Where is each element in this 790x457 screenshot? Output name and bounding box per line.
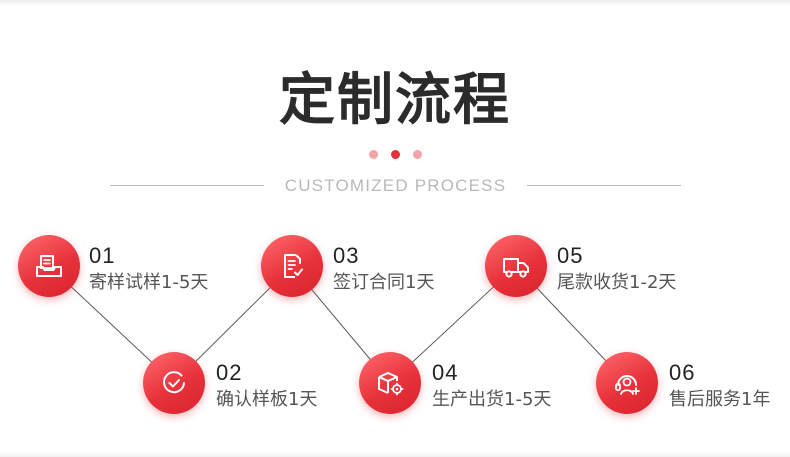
step-04-number: 04	[432, 360, 459, 385]
bottom-shadow	[0, 451, 790, 457]
step-06-number: 06	[669, 360, 696, 385]
step-02-label: 确认样板1天	[216, 389, 318, 410]
step-02-icon-circle	[143, 352, 205, 414]
dot-accent-center	[391, 150, 400, 159]
dot-light-left	[369, 150, 378, 159]
step-02-number: 02	[216, 360, 243, 385]
box-gear-icon	[378, 372, 404, 396]
step-03-icon-circle	[261, 235, 323, 297]
step-01-icon-circle	[18, 235, 80, 297]
step-05-icon-circle	[485, 235, 547, 297]
page-subtitle: CUSTOMIZED PROCESS	[284, 176, 507, 195]
after-sales-service-icon	[615, 375, 640, 395]
page-title: 定制流程	[279, 68, 511, 133]
step-04-icon-circle	[359, 352, 421, 414]
dot-light-right	[413, 150, 422, 159]
step-05-number: 05	[557, 243, 584, 268]
step-03-label: 签订合同1天	[333, 272, 435, 293]
step-05-label: 尾款收货1-2天	[557, 272, 677, 293]
top-shadow	[0, 0, 790, 6]
check-circle-icon	[163, 371, 185, 394]
step-01-label: 寄样试样1-5天	[89, 272, 209, 293]
title-dots-decoration	[369, 150, 423, 160]
step-06-icon-circle	[596, 352, 658, 414]
subtitle-rule-right	[527, 185, 681, 186]
subtitle-rule-left	[110, 185, 264, 186]
sample-tray-icon	[36, 255, 62, 277]
step-03-number: 03	[333, 243, 360, 268]
step-06-label: 售后服务1年	[669, 389, 771, 410]
delivery-truck-icon	[503, 258, 529, 278]
step-01-number: 01	[89, 243, 116, 268]
contract-document-icon	[284, 254, 303, 278]
step-04-label: 生产出货1-5天	[432, 389, 552, 410]
